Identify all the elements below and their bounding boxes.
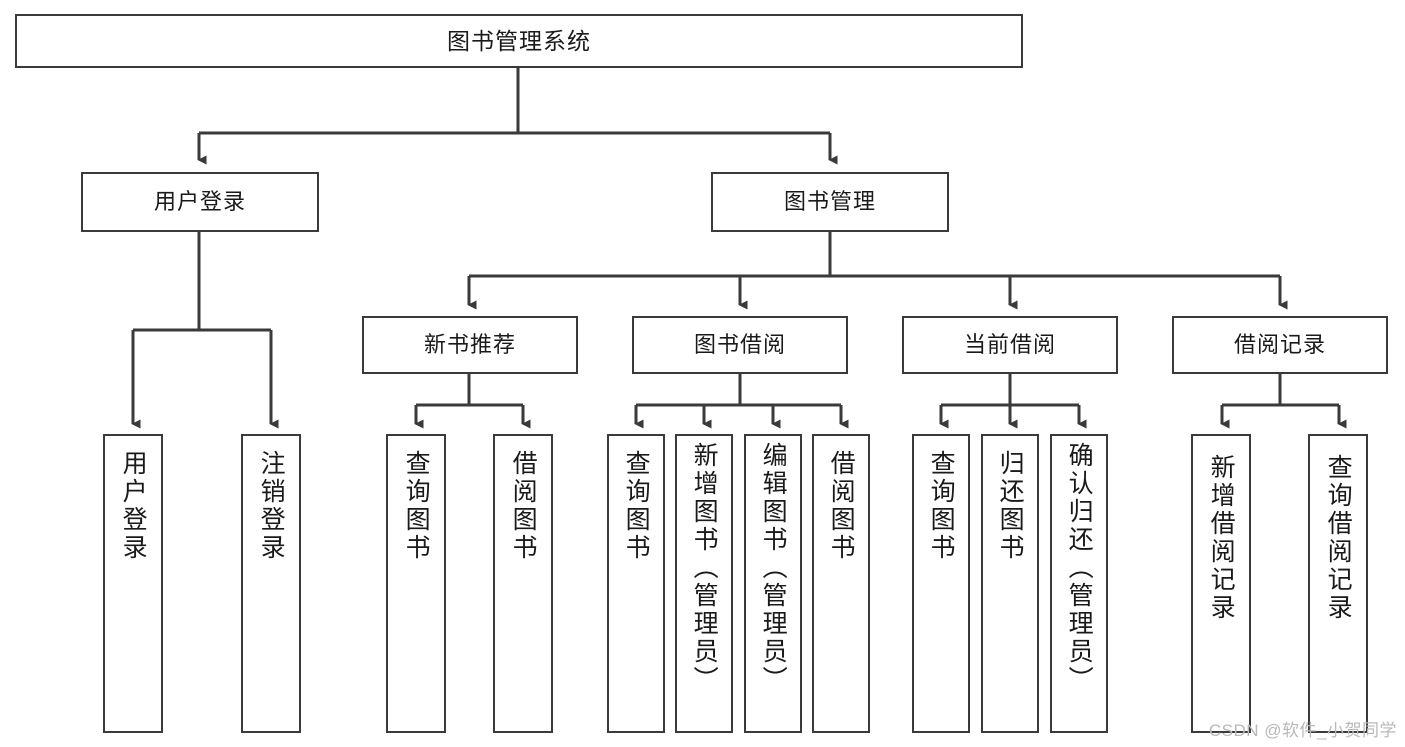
leaf-return-book-label: 归还图书 [996,450,1025,562]
leaf-query-book-3-label: 查询图书 [927,450,956,562]
leaf-query-book-1-label: 查询图书 [402,450,431,562]
leaf-query-record[interactable]: 查询借阅记录 [1308,434,1368,733]
node-user-login[interactable]: 用户登录 [81,172,319,232]
leaf-add-record-label: 新增借阅记录 [1207,454,1236,622]
leaf-query-book-1[interactable]: 查询图书 [386,434,446,733]
leaf-user-login[interactable]: 用户登录 [103,434,163,733]
leaf-borrow-book-1-label: 借阅图书 [509,450,538,562]
leaf-edit-book[interactable]: 编辑图书（管理员） [744,434,802,733]
leaf-borrow-book-1[interactable]: 借阅图书 [493,434,553,733]
node-root-label: 图书管理系统 [447,27,591,54]
leaf-logout-login-label: 注销登录 [257,450,286,562]
node-root[interactable]: 图书管理系统 [15,14,1023,68]
node-user-login-label: 用户登录 [153,189,246,215]
leaf-borrow-book-2-label: 借阅图书 [827,450,856,562]
leaf-return-book[interactable]: 归还图书 [981,434,1039,733]
leaf-add-record[interactable]: 新增借阅记录 [1191,434,1251,733]
node-borrow-record-label: 借阅记录 [1233,332,1326,358]
node-book-borrow-label: 图书借阅 [693,332,786,358]
node-borrow-record[interactable]: 借阅记录 [1172,316,1388,374]
leaf-confirm-return-label: 确认归还（管理员） [1065,442,1094,694]
leaf-borrow-book-2[interactable]: 借阅图书 [812,434,870,733]
leaf-add-book[interactable]: 新增图书（管理员） [675,434,733,733]
leaf-add-book-label: 新增图书（管理员） [690,442,719,694]
leaf-query-book-3[interactable]: 查询图书 [912,434,970,733]
node-current-borrow[interactable]: 当前借阅 [902,316,1118,374]
leaf-confirm-return[interactable]: 确认归还（管理员） [1050,434,1108,733]
leaf-logout-login[interactable]: 注销登录 [241,434,301,733]
node-book-manage-label: 图书管理 [783,189,876,215]
leaf-user-login-label: 用户登录 [119,450,148,562]
leaf-edit-book-label: 编辑图书（管理员） [759,442,788,694]
leaf-query-book-2-label: 查询图书 [622,450,651,562]
node-book-manage[interactable]: 图书管理 [711,172,949,232]
leaf-query-record-label: 查询借阅记录 [1324,454,1353,622]
node-new-book-recommend[interactable]: 新书推荐 [362,316,578,374]
node-current-borrow-label: 当前借阅 [963,332,1056,358]
node-book-borrow[interactable]: 图书借阅 [632,316,848,374]
node-new-book-recommend-label: 新书推荐 [423,332,516,358]
leaf-query-book-2[interactable]: 查询图书 [607,434,665,733]
